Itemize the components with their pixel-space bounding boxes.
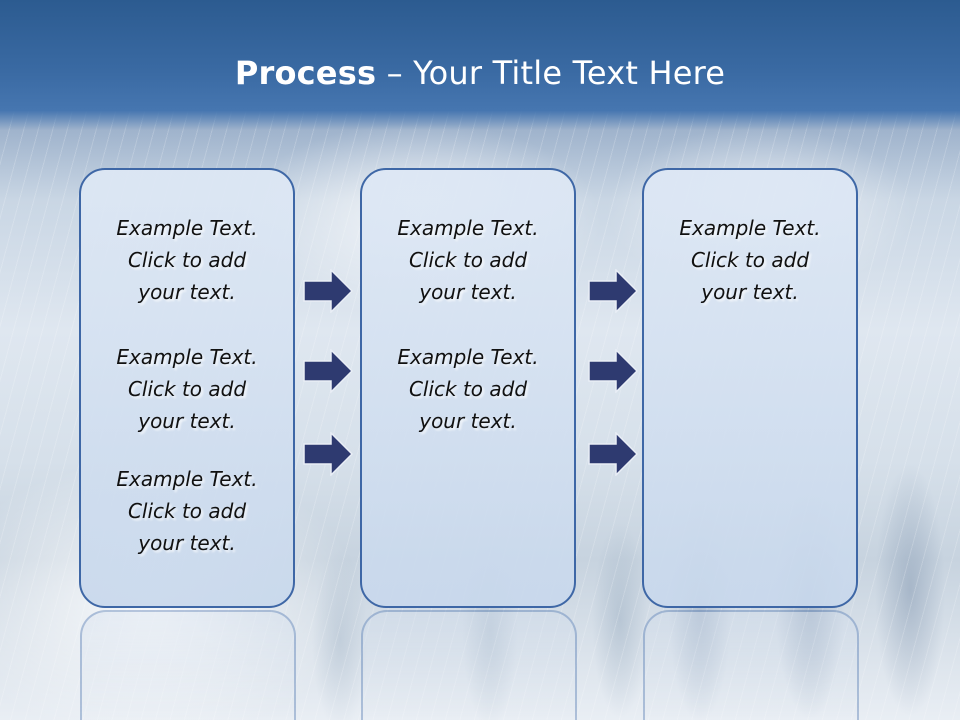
slide-title[interactable]: Process – Your Title Text Here — [0, 54, 960, 92]
right-arrow-icon[interactable] — [303, 269, 353, 313]
box-reflection — [643, 610, 859, 720]
text-block[interactable]: Example Text. Click to add your text. — [679, 216, 821, 304]
right-arrow-icon[interactable] — [588, 349, 638, 393]
text-block[interactable]: Example Text. Click to add your text. — [116, 216, 258, 304]
text-block[interactable]: Example Text. Click to add your text. — [116, 467, 258, 555]
text-block[interactable]: Example Text. Click to add your text. — [397, 216, 539, 304]
box-reflection — [80, 610, 296, 720]
right-arrow-icon[interactable] — [303, 432, 353, 476]
box-reflection — [361, 610, 577, 720]
text-block[interactable]: Example Text. Click to add your text. — [397, 345, 539, 433]
right-arrow-icon[interactable] — [588, 269, 638, 313]
title-bar — [0, 0, 960, 130]
right-arrow-icon[interactable] — [303, 349, 353, 393]
process-box-2[interactable]: Example Text. Click to add your text. Ex… — [360, 168, 576, 608]
text-block[interactable]: Example Text. Click to add your text. — [116, 345, 258, 433]
process-box-1[interactable]: Example Text. Click to add your text. Ex… — [79, 168, 295, 608]
process-box-3[interactable]: Example Text. Click to add your text. — [642, 168, 858, 608]
right-arrow-icon[interactable] — [588, 432, 638, 476]
title-bold: Process — [234, 54, 377, 92]
title-rest: – Your Title Text Here — [376, 54, 726, 92]
